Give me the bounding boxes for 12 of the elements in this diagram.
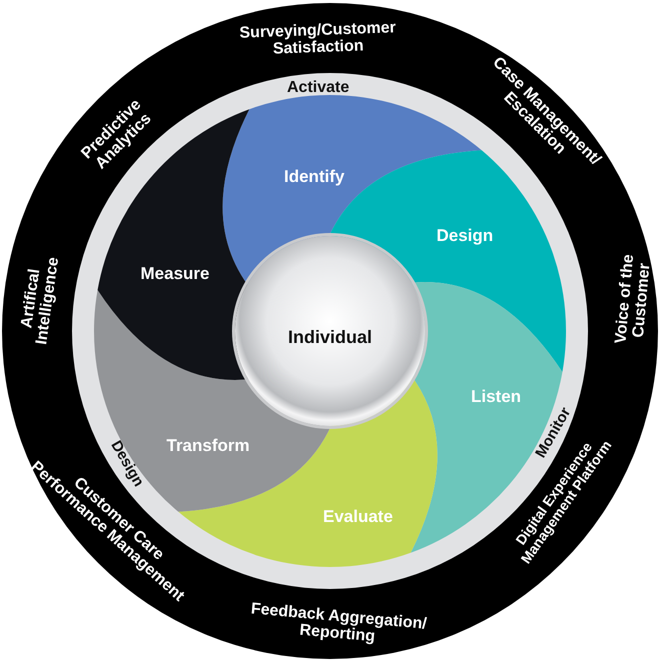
petal-label: Identify [284, 168, 344, 186]
petal-label: Measure [140, 265, 210, 283]
center-label: Individual [288, 328, 372, 346]
petal-label: Listen [471, 388, 522, 406]
petal-label: Transform [166, 437, 250, 455]
stage-label: Activate [287, 80, 350, 96]
ring-label: Voice of the Customer [612, 252, 654, 346]
ring-label: Surveying/Customer Satisfaction [238, 20, 398, 60]
petal-label: Design [436, 227, 494, 245]
ring-label: Artifical Intelligence [17, 255, 63, 348]
ring-label: Feedback Aggregation/ Reporting [249, 599, 428, 648]
petal-label: Evaluate [323, 508, 393, 526]
